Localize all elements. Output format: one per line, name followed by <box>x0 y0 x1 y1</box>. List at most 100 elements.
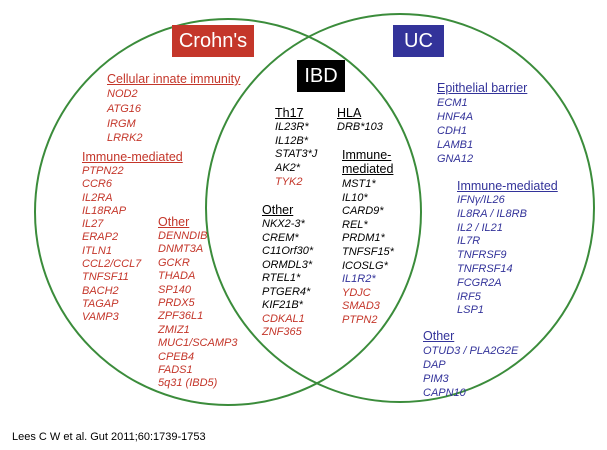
gene-item: CREM* <box>262 231 299 244</box>
gene-list: MST1*IL10*CARD9*REL*PRDM1*TNFSF15*ICOSLG… <box>342 178 396 328</box>
gene-item: CAPN10 <box>423 387 466 399</box>
ibd-immune-mediated-group: Immune-mediated MST1*IL10*CARD9*REL*PRDM… <box>342 148 396 328</box>
crohns-label: Crohn's <box>172 25 254 57</box>
gene-item: IL2 / IL21 <box>457 221 503 234</box>
gene-item: AK2* <box>275 162 301 175</box>
gene-item: PRDX5 <box>158 297 195 310</box>
gene-item: CDH1 <box>437 125 467 137</box>
gene-item: TNFSF11 <box>82 271 129 284</box>
gene-item: MUC1/SCAMP3 <box>158 337 238 350</box>
gene-item: YDJC <box>342 286 371 299</box>
group-heading: Th17 <box>275 106 304 120</box>
group-heading: Other <box>423 329 455 343</box>
group-heading: Other <box>262 203 294 217</box>
gene-item: DENNDIB <box>158 230 208 242</box>
gene-item: GNA12 <box>437 153 474 165</box>
gene-item: STAT3*J <box>275 148 318 161</box>
gene-item: PIM3 <box>423 373 449 385</box>
gene-item: LSP1 <box>457 304 484 317</box>
gene-item: CPEB4 <box>158 350 195 363</box>
gene-item: IL2RA <box>82 191 113 204</box>
gene-item: IL1R2* <box>342 273 376 286</box>
gene-item: LRRK2 <box>107 132 143 145</box>
gene-item: CCL2/CCL7 <box>82 258 142 271</box>
gene-item: IL8RA / IL8RB <box>457 207 527 220</box>
group-heading: HLA <box>337 106 362 120</box>
gene-item: FADS1 <box>158 364 193 377</box>
ibd-label: IBD <box>297 60 345 92</box>
ibd-hla-group: HLA DRB*103 <box>337 106 383 135</box>
gene-item: MST1* <box>342 178 376 190</box>
uc-label: UC <box>393 25 444 57</box>
gene-item: TYK2 <box>275 175 303 188</box>
group-heading: Immune-mediated <box>82 150 183 164</box>
gene-item: ATG16 <box>107 102 142 115</box>
gene-item: ZPF36L1 <box>158 310 204 323</box>
gene-item: OTUD3 / PLA2G2E <box>423 345 519 357</box>
citation: Lees C W et al. Gut 2011;60:1739-1753 <box>12 431 206 443</box>
gene-item: IFNγ/IL26 <box>457 194 505 206</box>
gene-item: LAMB1 <box>437 139 474 151</box>
gene-item: DRB*103 <box>337 121 383 133</box>
gene-item: DAP <box>423 359 446 371</box>
ibd-other-group: Other NKX2-3*CREM*C11Orf30*ORMDL3*RTEL1*… <box>262 203 313 340</box>
gene-item: 5q31 (IBD5) <box>158 377 218 390</box>
gene-item: CDKAL1 <box>262 312 305 325</box>
gene-item: CCR6 <box>82 178 112 191</box>
gene-item: PTGER4* <box>262 285 311 298</box>
uc-circle <box>205 13 595 403</box>
gene-item: TNFRSF14 <box>457 262 513 275</box>
group-heading: Epithelial barrier <box>437 81 528 95</box>
gene-item: BACH2 <box>82 284 119 297</box>
gene-item: VAMP3 <box>82 311 119 324</box>
gene-item: TAGAP <box>82 297 119 310</box>
gene-item: DNMT3A <box>158 243 204 256</box>
gene-item: IL7R <box>457 235 481 248</box>
gene-item: FCGR2A <box>457 276 502 289</box>
gene-item: ITLN1 <box>82 244 112 257</box>
gene-item: CARD9* <box>342 205 384 218</box>
gene-item: ZNF365 <box>262 326 302 338</box>
gene-item: NOD2 <box>107 88 138 100</box>
gene-item: ECM1 <box>437 97 468 109</box>
gene-item: IL27 <box>82 218 104 231</box>
group-heading: Immune-mediated <box>342 148 394 176</box>
gene-item: IL12B* <box>275 134 309 147</box>
gene-item: THADA <box>158 270 196 283</box>
gene-item: NKX2-3* <box>262 218 305 230</box>
group-heading: Immune-mediated <box>457 179 558 193</box>
gene-item: C11Orf30* <box>262 245 314 257</box>
gene-item: RTEL1* <box>262 272 301 284</box>
group-heading: Other <box>158 215 190 229</box>
gene-item: PTPN22 <box>82 165 124 177</box>
gene-item: IL23R* <box>275 121 309 133</box>
gene-item: IRGM <box>107 117 136 130</box>
gene-item: HNF4A <box>437 111 474 123</box>
gene-item: TNFSF15* <box>342 245 394 258</box>
gene-item: ZMIZ1 <box>158 323 190 336</box>
gene-item: IL18RAP <box>82 204 127 217</box>
gene-list: DRB*103 <box>337 121 383 135</box>
gene-item: ORMDL3* <box>262 258 313 271</box>
crohns-circle <box>34 18 422 406</box>
gene-item: PTPN2 <box>342 313 378 326</box>
gene-item: ERAP2 <box>82 231 119 244</box>
gene-item: ICOSLG* <box>342 259 388 272</box>
gene-item: IL10* <box>342 191 368 204</box>
gene-item: REL* <box>342 218 368 231</box>
